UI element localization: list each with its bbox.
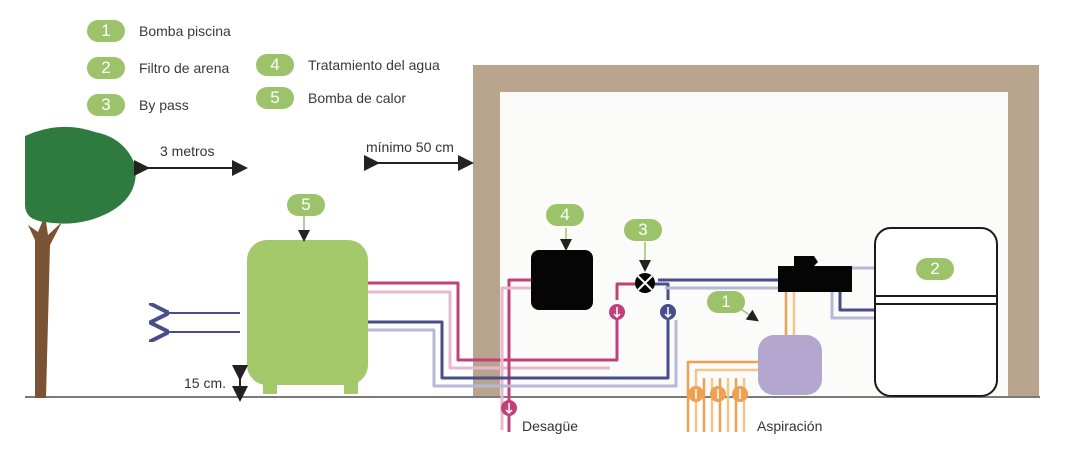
legend-item-3: 3 By pass [87,94,189,116]
drain-label: Desagüe [522,418,579,434]
legend-badge: 1 [87,20,125,42]
legend-label: Tratamiento del agua [308,57,440,73]
legend-badge: 4 [256,54,294,76]
pool-pump-badge: 1 [707,291,745,313]
legend-badge: 2 [87,57,125,79]
wall-distance-label: mínimo 50 cm [366,139,454,155]
legend-item-1: 1 Bomba piscina [87,20,231,42]
water-treatment-badge: 4 [546,204,584,226]
bypass-valve [635,242,655,293]
legend-label: Bomba de calor [308,90,407,106]
tree-distance-label: 3 metros [160,143,215,159]
tree-icon [25,126,136,398]
heat-pump [247,214,368,394]
legend-label: By pass [139,97,189,113]
bypass-badge: 3 [624,219,662,241]
legend-item-5: 5 Bomba de calor [256,87,406,109]
cold-water-pipes [368,266,876,388]
sand-filter-badge: 2 [916,258,954,280]
base-height-label: 15 cm. [184,375,227,391]
legend-label: Bomba piscina [139,23,231,39]
legend-item-4: 4 Tratamiento del agua [256,54,440,76]
multiport-valve [778,256,852,292]
dimension-arrows [134,155,474,402]
flow-markers [501,304,748,416]
legend-item-2: 2 Filtro de arena [87,57,229,79]
sand-filter [874,227,998,397]
air-flow-arrows [165,313,240,332]
legend-badge: 3 [87,94,125,116]
suction-label: Aspiración [757,418,823,434]
water-treatment-unit [531,228,593,310]
legend-label: Filtro de arena [139,60,230,76]
legend-badge: 5 [256,87,294,109]
heat-pump-badge: 5 [287,194,325,216]
